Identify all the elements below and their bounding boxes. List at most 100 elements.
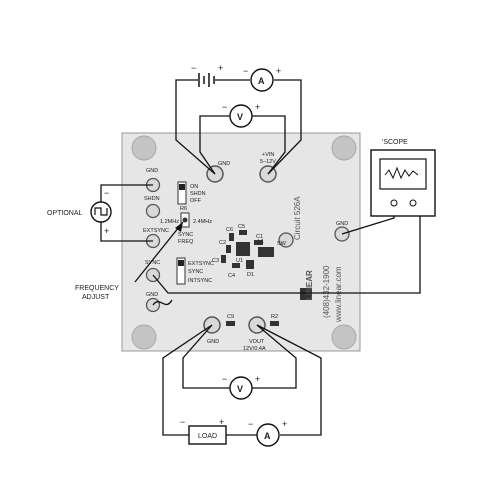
label-phone: (408)432-1900 <box>322 265 331 318</box>
label-shdn: SHDN <box>144 196 160 202</box>
capacitor-c4 <box>232 263 240 268</box>
label-adjust: ADJUST <box>82 294 110 301</box>
generator-plus: + <box>104 226 109 236</box>
label-l1: L1 <box>258 239 264 245</box>
label-gnd-left: GND <box>146 168 158 174</box>
label-sync-freq-1: SYNC <box>178 232 193 238</box>
voltmeter-top-plus: + <box>255 102 260 112</box>
battery-minus: − <box>191 63 196 73</box>
label-u1: U1 <box>236 258 243 264</box>
battery-plus: + <box>218 63 223 73</box>
ammeter-bottom-symbol: A <box>264 431 271 441</box>
label-gnd-top: GND <box>218 161 230 167</box>
arrowhead-frequency <box>175 222 183 232</box>
label-load: LOAD <box>198 433 217 440</box>
label-vin-range: 5–12V <box>260 159 276 165</box>
waveform-icon <box>384 166 419 180</box>
label-mode-intsync: INTSYNC <box>188 278 212 284</box>
mounting-hole-bl <box>131 324 157 350</box>
label-web: www.linear.com <box>334 266 343 323</box>
terminal-sw <box>278 232 294 248</box>
label-c3: C3 <box>212 258 219 264</box>
label-r2: R2 <box>271 314 278 320</box>
label-sync: SYNC <box>145 260 160 266</box>
label-c1: C1 <box>256 234 263 240</box>
battery-symbol <box>198 73 215 87</box>
ammeter-bottom-minus: − <box>248 419 253 429</box>
label-on: ON <box>190 184 198 190</box>
ammeter-top-plus: + <box>276 66 281 76</box>
ammeter-top <box>250 68 274 92</box>
voltmeter-bottom-symbol: V <box>237 384 243 394</box>
arrow-frequency-adjust <box>134 221 184 283</box>
wire-supply-left <box>175 79 216 175</box>
inductor-l1 <box>258 247 274 257</box>
voltmeter-top-symbol: V <box>237 112 243 122</box>
label-mode-extsync: EXTSYNC <box>188 261 214 267</box>
ammeter-bottom-plus: + <box>282 419 287 429</box>
wire-gen-bottom <box>100 222 153 242</box>
label-gnd-bottom: GND <box>207 339 219 345</box>
capacitor-c6 <box>229 233 234 241</box>
capacitor-c9 <box>226 321 235 326</box>
terminal-shdn <box>145 203 161 219</box>
label-scope: 'SCOPE <box>382 139 408 146</box>
label-c5: C5 <box>238 224 245 230</box>
wire-load-left <box>162 324 213 436</box>
label-gnd-right: GND <box>336 221 348 227</box>
label-f-high: 2.4MHz <box>193 219 212 225</box>
ammeter-bottom <box>256 423 280 447</box>
label-sync-freq-2: FREQ <box>178 239 194 245</box>
wire-voltmeter-top <box>199 115 286 175</box>
square-wave-icon <box>94 207 108 216</box>
label-brand: LINEAR <box>305 270 314 300</box>
jumper-shdn <box>177 181 187 205</box>
jumper-sync-mode <box>176 257 186 285</box>
label-c4: C4 <box>228 273 235 279</box>
voltmeter-bottom-minus: − <box>222 374 227 384</box>
wire-gen-top <box>100 184 153 202</box>
mounting-hole-tr <box>331 135 357 161</box>
label-gnd-left2: GND <box>146 292 158 298</box>
load-resistor <box>188 425 227 445</box>
wire-probe-gnd <box>152 299 173 306</box>
mounting-hole-tl <box>131 135 157 161</box>
wire-scope-sig <box>152 212 421 294</box>
capacitor-c3 <box>221 255 226 263</box>
voltmeter-bottom-plus: + <box>255 374 260 384</box>
label-vout: VOUT <box>249 339 265 345</box>
ic-u1 <box>236 242 250 256</box>
label-d1: D1 <box>247 272 254 278</box>
wire-voltmeter-bottom <box>182 324 297 389</box>
label-c2: C2 <box>219 240 226 246</box>
label-r6: R6 <box>180 206 187 212</box>
label-vout-rating: 12V/0.4A <box>243 346 266 352</box>
voltmeter-top-minus: − <box>222 102 227 112</box>
label-shdn-opt: SHDN <box>190 191 206 197</box>
linear-logo <box>300 288 312 300</box>
label-optional: OPTIONAL <box>47 210 83 217</box>
wire-load-right <box>256 324 322 436</box>
capacitor-c1 <box>254 240 263 245</box>
resistor-r2 <box>270 321 279 326</box>
ammeter-top-minus: − <box>243 66 248 76</box>
scope-input-1 <box>390 199 398 207</box>
scope-input-2 <box>409 199 417 207</box>
label-vin: +VIN <box>262 152 274 158</box>
label-extsync: EXTSYNC <box>143 228 169 234</box>
label-c9: C9 <box>227 314 234 320</box>
label-off: OFF <box>190 198 202 204</box>
wire-supply-right <box>267 79 302 175</box>
ammeter-top-symbol: A <box>258 76 265 86</box>
label-circuit: Circuit 526A <box>293 196 302 240</box>
voltmeter-bottom <box>229 376 253 400</box>
voltmeter-top <box>229 104 253 128</box>
mounting-hole-br <box>331 324 357 350</box>
diode-d1 <box>246 260 254 269</box>
generator-minus: − <box>104 188 109 198</box>
load-minus: − <box>180 417 185 427</box>
label-mode-sync: SYNC <box>188 269 203 275</box>
label-c6: C6 <box>226 227 233 233</box>
capacitor-c5 <box>239 230 247 235</box>
